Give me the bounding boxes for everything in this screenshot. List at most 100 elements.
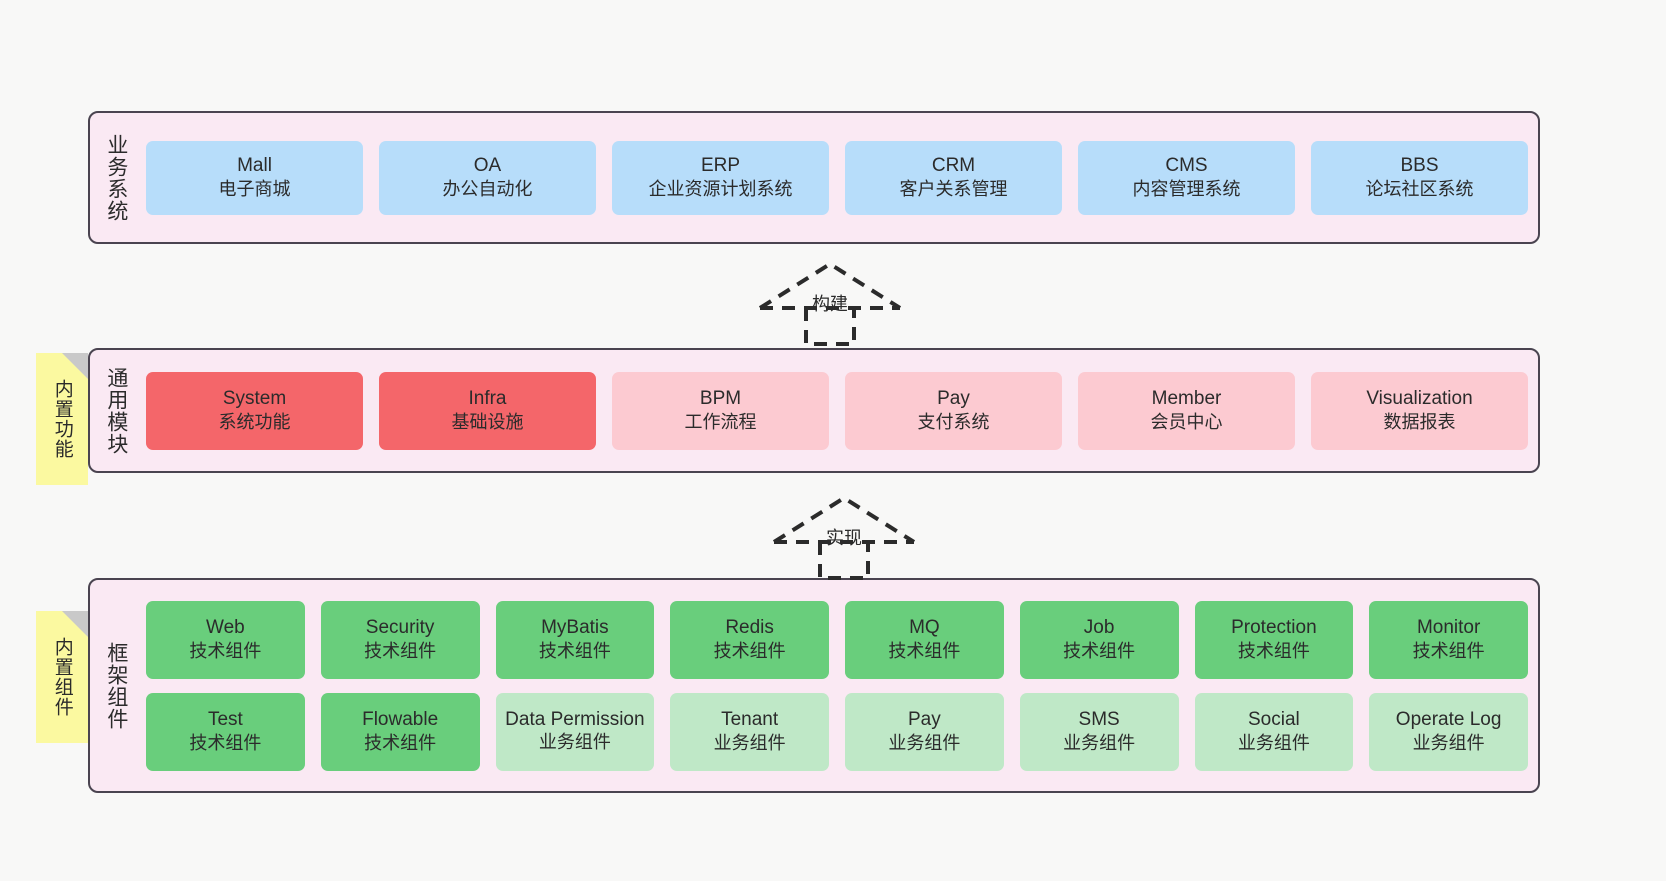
sticky-fold-corner-icon [62, 353, 88, 379]
layer-common-module: 通用模块 System 系统功能 Infra 基础设施 BPM 工作流程 Pay… [88, 348, 1540, 473]
card-title: Operate Log [1395, 708, 1502, 730]
card-subtitle: 业务组件 [888, 733, 961, 754]
card-subtitle: 企业资源计划系统 [648, 179, 793, 200]
card-title: Web [206, 616, 245, 638]
card-pay-module[interactable]: Pay 支付系统 [845, 371, 1062, 450]
card-subtitle: 基础设施 [451, 412, 524, 433]
sticky-note-label: 内置功能 [51, 379, 73, 459]
card-mybatis[interactable]: MyBatis 技术组件 [495, 600, 655, 679]
card-title: Social [1248, 708, 1300, 730]
card-redis[interactable]: Redis 技术组件 [670, 600, 829, 679]
card-grid-framework-component: Web 技术组件 Security 技术组件 MyBatis 技术组件 Redi… [142, 580, 1538, 791]
card-title: Visualization [1366, 387, 1473, 409]
card-cms[interactable]: CMS 内容管理系统 [1078, 140, 1295, 215]
card-subtitle: 技术组件 [364, 641, 437, 662]
card-subtitle: 内容管理系统 [1132, 179, 1241, 200]
layer-framework-component: 框架组件 Web 技术组件 Security 技术组件 MyBatis 技术组件… [88, 578, 1540, 793]
card-title: CMS [1165, 154, 1208, 176]
layer-title-business-system: 业务系统 [104, 133, 128, 222]
card-grid-common-module: System 系统功能 Infra 基础设施 BPM 工作流程 Pay 支付系统… [142, 350, 1538, 471]
card-title: Protection [1231, 616, 1317, 638]
card-member[interactable]: Member 会员中心 [1078, 371, 1295, 450]
card-bbs[interactable]: BBS 论坛社区系统 [1311, 140, 1528, 215]
card-subtitle: 业务组件 [1412, 733, 1485, 754]
sticky-note-builtin-features: 内置功能 [36, 353, 88, 485]
card-subtitle: 技术组件 [713, 641, 786, 662]
card-mall[interactable]: Mall 电子商城 [146, 140, 363, 215]
card-row: Mall 电子商城 OA 办公自动化 ERP 企业资源计划系统 CRM 客户关系… [146, 140, 1528, 215]
card-test[interactable]: Test 技术组件 [146, 692, 305, 771]
card-job[interactable]: Job 技术组件 [1019, 600, 1179, 679]
card-subtitle: 技术组件 [189, 733, 262, 754]
card-subtitle: 技术组件 [364, 733, 437, 754]
card-title: SMS [1078, 708, 1120, 730]
card-title: Data Permission [505, 709, 645, 731]
card-sms[interactable]: SMS 业务组件 [1019, 692, 1179, 771]
card-infra[interactable]: Infra 基础设施 [379, 371, 596, 450]
card-monitor[interactable]: Monitor 技术组件 [1369, 600, 1528, 679]
card-subtitle: 技术组件 [1063, 641, 1136, 662]
sticky-fold-corner-icon [62, 611, 88, 637]
card-mq[interactable]: MQ 技术组件 [845, 600, 1004, 679]
card-erp[interactable]: ERP 企业资源计划系统 [612, 140, 829, 215]
card-subtitle: 业务组件 [1237, 733, 1310, 754]
card-subtitle: 业务组件 [538, 731, 611, 752]
card-title: CRM [931, 154, 976, 176]
card-oa[interactable]: OA 办公自动化 [379, 140, 596, 215]
connector-implement-label: 实现 [826, 528, 862, 548]
card-protection[interactable]: Protection 技术组件 [1194, 600, 1354, 679]
connector-implement: 实现 [770, 492, 918, 580]
connector-build: 构建 [756, 258, 904, 346]
card-title: MQ [909, 616, 940, 638]
card-title: ERP [700, 154, 741, 176]
card-social[interactable]: Social 业务组件 [1194, 692, 1354, 771]
card-title: Redis [725, 616, 774, 638]
card-title: Member [1151, 387, 1222, 409]
card-title: BPM [699, 387, 742, 409]
sticky-note-builtin-components: 内置组件 [36, 611, 88, 743]
layer-title-framework-component: 框架组件 [104, 641, 128, 730]
card-bpm[interactable]: BPM 工作流程 [612, 371, 829, 450]
card-visualization[interactable]: Visualization 数据报表 [1311, 371, 1528, 450]
card-pay-component[interactable]: Pay 业务组件 [845, 692, 1004, 771]
card-title: Pay [908, 708, 941, 730]
card-subtitle: 办公自动化 [442, 179, 533, 200]
connector-build-arrow-icon [758, 261, 902, 346]
card-system[interactable]: System 系统功能 [146, 371, 363, 450]
card-title: Security [365, 616, 435, 638]
card-operate-log[interactable]: Operate Log 业务组件 [1369, 692, 1528, 771]
card-subtitle: 技术组件 [189, 641, 262, 662]
card-subtitle: 会员中心 [1150, 412, 1223, 433]
card-flowable[interactable]: Flowable 技术组件 [320, 692, 480, 771]
card-tenant[interactable]: Tenant 业务组件 [670, 692, 829, 771]
card-security[interactable]: Security 技术组件 [320, 600, 480, 679]
card-title: Test [207, 708, 243, 730]
card-row: Test 技术组件 Flowable 技术组件 Data Permission … [146, 692, 1528, 771]
card-subtitle: 技术组件 [1412, 641, 1485, 662]
card-crm[interactable]: CRM 客户关系管理 [845, 140, 1062, 215]
layer-business-system: 业务系统 Mall 电子商城 OA 办公自动化 ERP 企业资源计划系统 CRM… [88, 111, 1540, 244]
card-row: Web 技术组件 Security 技术组件 MyBatis 技术组件 Redi… [146, 600, 1528, 679]
card-subtitle: 支付系统 [917, 412, 990, 433]
card-subtitle: 技术组件 [1237, 641, 1310, 662]
card-title: BBS [1400, 154, 1439, 176]
card-title: OA [473, 154, 502, 176]
card-subtitle: 电子商城 [218, 179, 291, 200]
card-subtitle: 技术组件 [888, 641, 961, 662]
card-subtitle: 业务组件 [713, 733, 786, 754]
card-subtitle: 技术组件 [538, 641, 611, 662]
card-web[interactable]: Web 技术组件 [146, 600, 305, 679]
card-title: MyBatis [541, 616, 609, 638]
card-data-permission[interactable]: Data Permission 业务组件 [495, 692, 655, 771]
card-title: Monitor [1416, 616, 1481, 638]
card-subtitle: 论坛社区系统 [1365, 179, 1474, 200]
layer-title-common-module: 通用模块 [104, 366, 128, 455]
card-title: Pay [937, 387, 970, 409]
card-title: System [222, 387, 287, 409]
card-title: Flowable [362, 708, 439, 730]
connector-implement-arrow-icon [772, 495, 916, 580]
card-title: Mall [237, 154, 272, 176]
card-title: Job [1083, 616, 1115, 638]
card-subtitle: 客户关系管理 [899, 179, 1008, 200]
